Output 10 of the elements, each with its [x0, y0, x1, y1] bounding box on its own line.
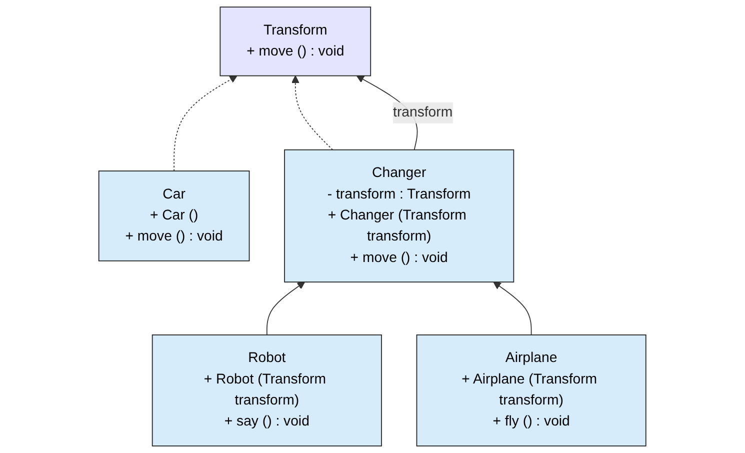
- node-box: Car + Car () + move () : void: [98, 170, 250, 262]
- node-box: Changer - transform : Transform + Changer (Transform transform) + move () : void: [284, 149, 514, 282]
- node-box: Robot + Robot (Transform transform) + say () : void: [152, 334, 382, 446]
- node-box: Airplane + Airplane (Transform transform) + fly () : void: [416, 334, 646, 446]
- edge-label: transform: [393, 104, 453, 120]
- arrow: [292, 75, 334, 150]
- arrow: [266, 282, 306, 336]
- arrow: [174, 75, 238, 172]
- arrow: [493, 282, 532, 336]
- node-box: Transform + move () : void: [220, 6, 372, 76]
